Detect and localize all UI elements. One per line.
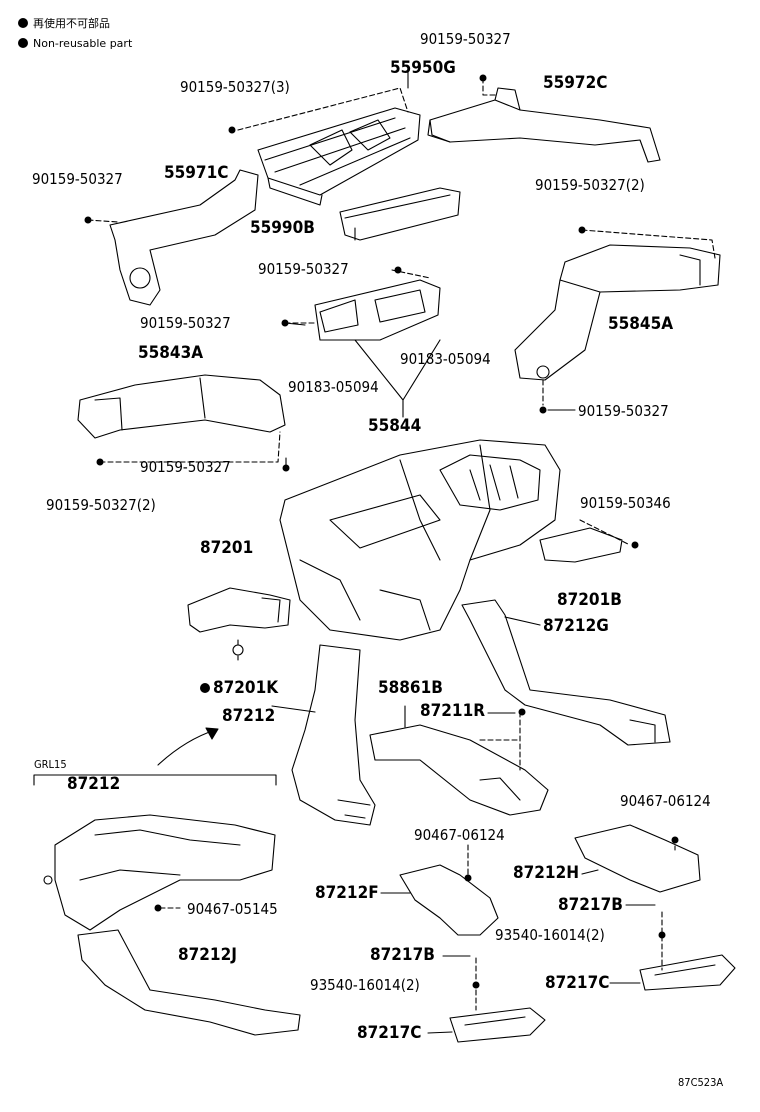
label-87212-grl15: 87212: [67, 774, 121, 794]
part-55990B-shape: [339, 187, 461, 241]
part-55972C-shape: [427, 87, 661, 163]
direction-arrow-icon: [157, 729, 216, 766]
label-f13: 90467-06124: [620, 792, 711, 810]
label-55971C: 55971C: [164, 163, 229, 183]
label-f10: 90159-50327: [140, 458, 231, 476]
label-87211R: 87211R: [420, 701, 485, 721]
label-87217B-right: 87217B: [558, 895, 623, 915]
non-reusable-dot-icon: [18, 18, 28, 28]
legend-jp: 再使用不可部品: [18, 18, 110, 30]
part-87212-shape: [291, 644, 376, 826]
label-f14: 90467-06124: [414, 826, 505, 844]
label-f15: 93540-16014(2): [495, 926, 605, 944]
label-f6: 90159-50327: [140, 314, 231, 332]
label-87212F: 87212F: [315, 883, 379, 903]
label-87201B: 87201B: [557, 590, 622, 610]
label-87217C-center: 87217C: [357, 1023, 422, 1043]
part-87212G-shape: [461, 599, 671, 746]
label-f3: 90159-50327: [32, 170, 123, 188]
label-87212H: 87212H: [513, 863, 580, 883]
non-reusable-dot-icon: [18, 38, 28, 48]
label-55950G: 55950G: [390, 58, 456, 78]
part-55843A-shape: [77, 374, 286, 439]
label-55843A: 55843A: [138, 343, 204, 363]
label-f8: 90183-05094: [288, 378, 379, 396]
label-58861B: 58861B: [378, 678, 443, 698]
label-87201K: 87201K: [213, 678, 279, 698]
part-55844-shape: [314, 279, 441, 341]
part-87212J-shape: [77, 929, 301, 1036]
label-55844: 55844: [368, 416, 422, 436]
part-87217C-right-shape: [639, 954, 736, 991]
legend-en: Non-reusable part: [18, 38, 132, 50]
label-87201: 87201: [200, 538, 254, 558]
label-f16: 90467-05145: [187, 900, 278, 918]
label-grl15: GRL15: [34, 758, 67, 771]
legend-jp-text: 再使用不可部品: [33, 17, 110, 30]
part-87201B-shape: [539, 527, 623, 563]
part-87212H-shape: [574, 824, 701, 893]
part-87212-grl15-shape: [43, 814, 276, 931]
label-87212: 87212: [222, 706, 276, 726]
label-f4: 90159-50327(2): [535, 176, 645, 194]
part-hvac-unit-shape: [279, 439, 561, 641]
label-f2: 90159-50327(3): [180, 78, 290, 96]
label-87217C-right: 87217C: [545, 973, 610, 993]
label-87217B-center: 87217B: [370, 945, 435, 965]
label-f7: 90183-05094: [400, 350, 491, 368]
label-f17: 93540-16014(2): [310, 976, 420, 994]
label-f9: 90159-50327: [578, 402, 669, 420]
label-55972C: 55972C: [543, 73, 608, 93]
part-87212F-shape: [399, 864, 499, 936]
part-87217C-center-shape: [449, 1007, 546, 1043]
legend-en-text: Non-reusable part: [33, 37, 133, 50]
label-55990B: 55990B: [250, 218, 315, 238]
label-f12: 90159-50346: [580, 494, 671, 512]
label-87212J: 87212J: [178, 945, 237, 965]
part-55971C-shape: [109, 169, 259, 306]
part-55950G-shape: [257, 107, 421, 206]
label-f1: 90159-50327: [420, 30, 511, 48]
label-87212G: 87212G: [543, 616, 609, 636]
label-f11: 90159-50327(2): [46, 496, 156, 514]
label-f5: 90159-50327: [258, 260, 349, 278]
part-58861B-shape: [369, 724, 549, 816]
figure-code: 87C523A: [678, 1076, 724, 1089]
part-55845A-shape: [514, 244, 721, 381]
label-55845A: 55845A: [608, 314, 674, 334]
part-87201-shape: [187, 587, 291, 633]
